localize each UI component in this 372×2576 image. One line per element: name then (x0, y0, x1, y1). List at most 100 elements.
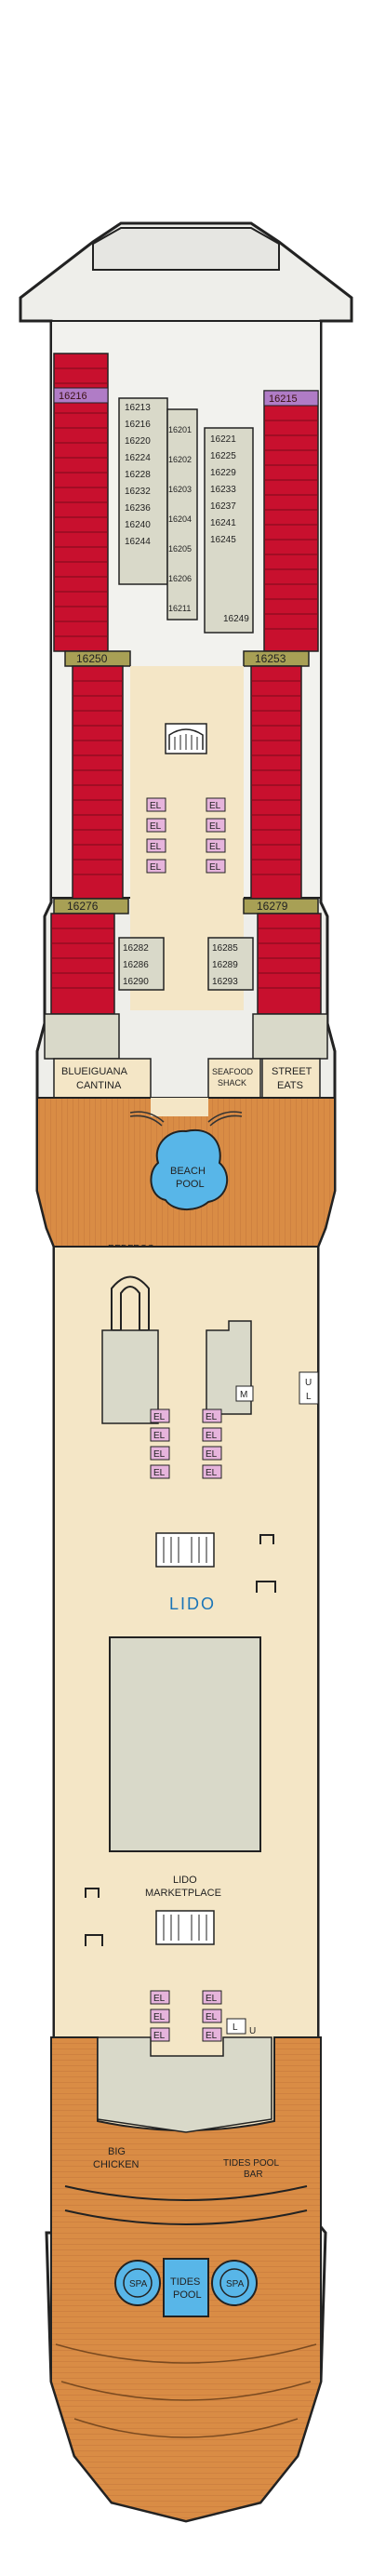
svg-text:16286: 16286 (123, 960, 149, 970)
svg-text:EL: EL (150, 862, 162, 873)
stairs-forward (165, 723, 207, 754)
svg-text:16249: 16249 (223, 614, 249, 624)
tides-pool-bar-label-1: TIDES POOL (223, 2158, 279, 2169)
svg-text:EL: EL (153, 1449, 166, 1460)
right-mid-cabins (250, 665, 302, 900)
aft-deck-arcs (64, 2185, 308, 2225)
big-chicken-label-2: CHICKEN (93, 2159, 140, 2170)
seafood-shack-box[interactable] (207, 1058, 261, 1099)
svg-text:EL: EL (153, 1431, 166, 1441)
lido-marketplace-label-2: MARKETPLACE (145, 1888, 221, 1899)
svg-text:U: U (305, 1378, 312, 1388)
svg-text:16237: 16237 (210, 501, 236, 512)
svg-text:EL: EL (206, 1412, 218, 1422)
street-eats-box[interactable] (261, 1058, 321, 1099)
restroom-u-aft: U (249, 2026, 256, 2036)
lido-fixtures (85, 1534, 276, 1946)
svg-text:EL: EL (153, 1994, 166, 2004)
left-aft-cabins (50, 913, 115, 1015)
left-mid-cabins (72, 665, 124, 900)
tides-pool-label-1: TIDES (170, 2276, 200, 2288)
svg-text:EL: EL (153, 1468, 166, 1478)
interior-col-a-labels: 16213 16216 16220 16224 16228 16232 1623… (125, 403, 151, 547)
svg-text:16203: 16203 (168, 485, 192, 494)
svg-text:EL: EL (209, 842, 221, 852)
spa-left-label: SPA (129, 2279, 148, 2289)
spa-right[interactable] (211, 2260, 258, 2306)
svg-text:EL: EL (150, 842, 162, 852)
stern-arcs (55, 2343, 317, 2438)
beach-pool-label-2: POOL (176, 1179, 205, 1190)
svg-text:16225: 16225 (210, 451, 236, 461)
svg-text:EL: EL (209, 862, 221, 873)
svg-text:EL: EL (150, 821, 162, 832)
svg-text:16204: 16204 (168, 514, 192, 524)
cabin-16253-label: 16253 (255, 652, 286, 665)
svg-text:EL: EL (150, 801, 162, 811)
service-block-right (252, 1013, 328, 1060)
svg-text:16236: 16236 (125, 503, 151, 514)
svg-text:16221: 16221 (210, 434, 236, 445)
svg-text:EL: EL (206, 2012, 218, 2022)
svg-text:16211: 16211 (168, 604, 191, 613)
beach-pool[interactable] (150, 1128, 229, 1210)
spa-right-label: SPA (226, 2279, 245, 2289)
svg-text:EL: EL (153, 2031, 166, 2041)
svg-text:16224: 16224 (125, 453, 151, 463)
big-chicken-label-1: BIG (108, 2146, 126, 2157)
blueiguana-label-2: CANTINA (76, 1080, 122, 1091)
svg-text:16232: 16232 (125, 487, 151, 497)
svg-text:16202: 16202 (168, 455, 192, 464)
right-forward-cabins (263, 390, 319, 652)
restroom-ul-top (299, 1371, 319, 1405)
svg-text:16213: 16213 (125, 403, 151, 413)
tides-pool-label-2: POOL (173, 2289, 202, 2301)
svg-text:L: L (232, 2022, 238, 2033)
svg-text:EL: EL (153, 1412, 166, 1422)
lido-label: LIDO (169, 1595, 216, 1613)
svg-text:EL: EL (206, 1449, 218, 1460)
svg-text:EL: EL (206, 1994, 218, 2004)
svg-text:EL: EL (209, 801, 221, 811)
blueiguana-cantina-box[interactable] (53, 1058, 152, 1099)
aft-service-area (97, 2036, 272, 2133)
svg-text:16229: 16229 (210, 468, 236, 478)
restroom-l-aft (226, 2018, 246, 2035)
svg-text:16289: 16289 (212, 960, 238, 970)
svg-text:16201: 16201 (168, 425, 192, 434)
svg-text:16233: 16233 (210, 485, 236, 495)
tides-pool[interactable] (163, 2258, 209, 2317)
restroom-m-top (235, 1385, 254, 1402)
lido-marketplace-block (109, 1636, 261, 1852)
svg-text:16290: 16290 (123, 977, 149, 987)
suite-left-label: 16216 (59, 391, 87, 402)
svg-text:16245: 16245 (210, 535, 236, 545)
cabin-16250-label: 16250 (76, 652, 108, 665)
svg-text:EL: EL (206, 2031, 218, 2041)
tides-pool-bar-label-2: BAR (244, 2169, 263, 2180)
elevators-forward: EL EL EL EL EL EL EL EL (146, 797, 226, 874)
svg-text:16228: 16228 (125, 470, 151, 480)
svg-text:16244: 16244 (125, 537, 151, 547)
svg-text:EL: EL (153, 2012, 166, 2022)
svg-text:16206: 16206 (168, 574, 192, 583)
aft-interior-cabins: 16282 16286 16290 16285 16289 16293 (118, 937, 254, 991)
right-aft-cabins (257, 913, 322, 1015)
interior-col-c-labels: 16221 16225 16229 16233 16237 16241 1624… (210, 434, 249, 624)
bow-cap (92, 227, 280, 271)
blueiguana-label-1: BLUEIGUANA (61, 1066, 128, 1077)
stairs-aft (155, 1910, 215, 1945)
spa-left[interactable] (114, 2260, 161, 2306)
interior-forward-block (118, 397, 254, 634)
suite-left[interactable] (53, 387, 109, 404)
suite-right[interactable] (263, 390, 319, 407)
seafood-label-2: SHACK (218, 1078, 246, 1088)
svg-text:M: M (240, 1390, 247, 1400)
svg-text:16285: 16285 (212, 943, 238, 954)
cabin-16279-label: 16279 (257, 900, 288, 913)
svg-text:16241: 16241 (210, 518, 236, 528)
svg-text:EL: EL (206, 1431, 218, 1441)
beach-pool-label-1: BEACH (170, 1166, 206, 1177)
pool-deck-center (151, 1098, 208, 1116)
loungers (129, 1111, 243, 1127)
